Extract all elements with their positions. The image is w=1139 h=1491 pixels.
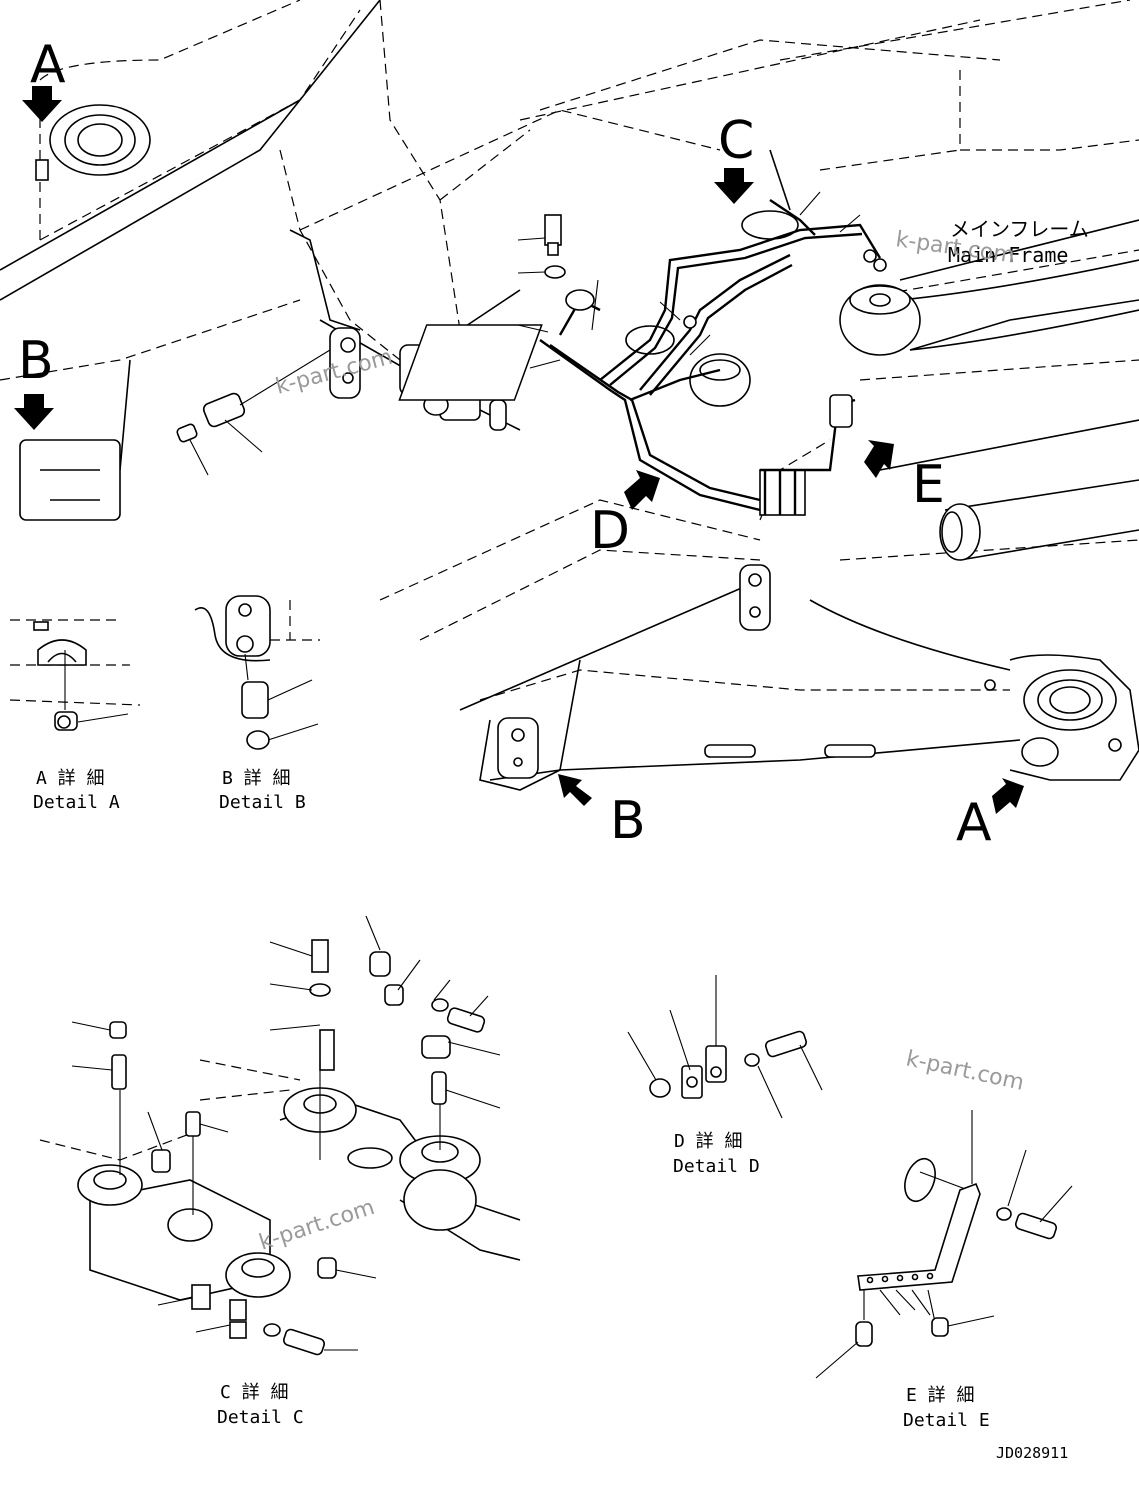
detail-a-title-jp: A 詳 細 (36, 768, 105, 789)
view-arrow-icon (558, 774, 592, 806)
view-label-b-bottom: B (610, 791, 646, 851)
pivot-bottom-right (984, 669, 1122, 767)
view-label-a-bottom: A (956, 793, 992, 853)
view-arrow-icon (14, 394, 54, 430)
view-label-e-right: E (912, 455, 945, 515)
axle-right (939, 479, 1139, 561)
axle-upper (625, 210, 1139, 407)
bracket-b-lower (497, 564, 876, 779)
view-arrow-icon (624, 470, 660, 510)
view-arrow-icon (992, 778, 1024, 814)
detail-b-drawing (194, 595, 320, 750)
main-frame-outline (0, 0, 1139, 791)
view-arrow-icon (22, 86, 62, 122)
detail-b-title-jp: B 詳 細 (222, 768, 291, 789)
main-frame-label-en: Main Frame (948, 243, 1068, 267)
detail-c-title-jp: C 詳 細 (220, 1382, 289, 1403)
detail-e-title-jp: E 詳 細 (906, 1385, 975, 1406)
main-frame-label-jp: メインフレーム (950, 217, 1089, 241)
view-label-a-top: A (30, 35, 66, 95)
watermark: k-part.com (256, 1195, 378, 1256)
detail-c-title-en: Detail C (217, 1407, 304, 1428)
view-arrow-icon (864, 440, 894, 478)
detail-e-drawing (815, 1110, 1073, 1379)
view-label-b-left: B (18, 331, 54, 391)
grease-fitting-b (176, 349, 331, 476)
pivot-top-left (19, 104, 151, 521)
drawing-number: JD028911 (996, 1444, 1068, 1462)
view-label-d-mid: D (590, 501, 630, 561)
detail-a-drawing (9, 619, 141, 731)
detail-e-title-en: Detail E (903, 1410, 990, 1431)
detail-b-title-en: Detail B (219, 792, 306, 813)
detail-d-drawing (627, 975, 823, 1119)
detail-c-drawing (39, 915, 521, 1356)
watermark: k-part.com (904, 1046, 1026, 1095)
detail-a-title-en: Detail A (33, 792, 120, 813)
grease-piping-assembly (398, 191, 887, 516)
view-arrow-icon (714, 168, 754, 204)
view-label-c-top: C (718, 111, 754, 171)
detail-d-title-en: Detail D (673, 1156, 760, 1177)
detail-d-title-jp: D 詳 細 (674, 1131, 743, 1152)
